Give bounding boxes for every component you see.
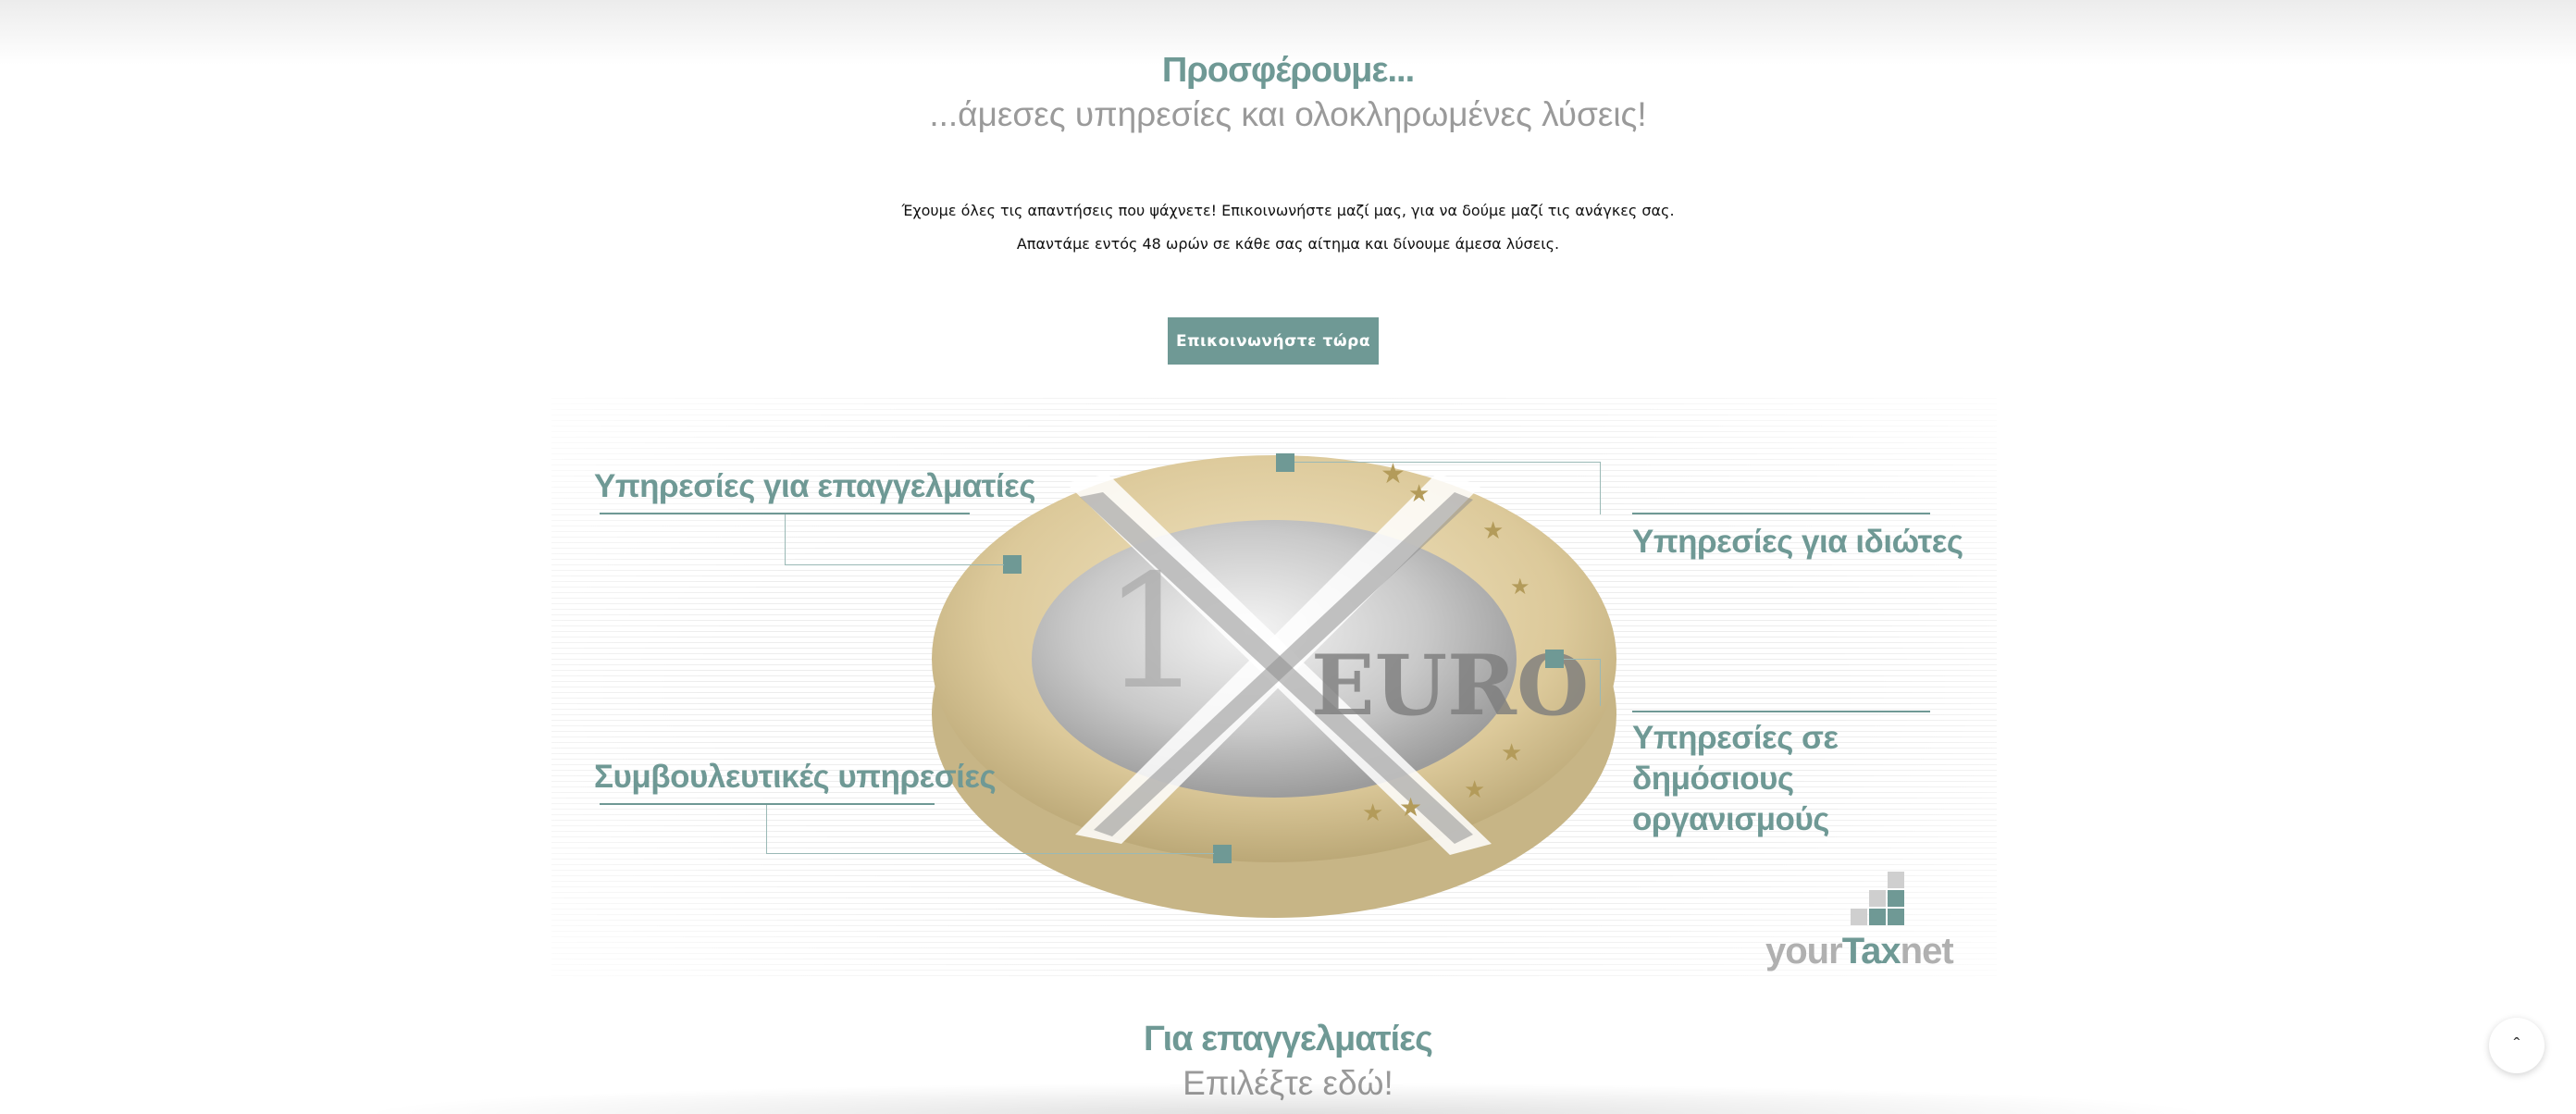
individuals-underline	[1632, 513, 1930, 514]
offer-title: Προσφέρουμε...	[1161, 51, 1415, 90]
services-diagram: 1 EURO ★ ★ ★ ★ ★ ★ ★ ★ Υπηρεσίες για επα…	[551, 398, 1997, 981]
connector-individuals	[1294, 462, 1601, 514]
svg-text:★: ★	[1381, 459, 1406, 489]
logo-word-your: your	[1765, 931, 1843, 972]
contact-now-button[interactable]: Επικοινωνήστε τώρα	[1168, 317, 1379, 365]
public-underline	[1632, 711, 1930, 712]
svg-text:★: ★	[1482, 516, 1504, 544]
public-services-line-2: οργανισμούς	[1632, 801, 1830, 837]
logo-wordmark: yourTaxnet	[1765, 931, 1988, 972]
yourtaxnet-logo: yourTaxnet	[1765, 862, 1988, 981]
svg-text:★: ★	[1510, 575, 1530, 600]
marker-professionals	[1003, 555, 1022, 574]
chevron-up-icon: ˆ	[2513, 1034, 2520, 1056]
professionals-section-title: Για επαγγελματίες	[1144, 1020, 1433, 1058]
svg-text:★: ★	[1362, 798, 1383, 826]
coin-value-text: 1	[1103, 541, 1203, 724]
marker-individuals	[1276, 453, 1294, 472]
coin-stars: ★ ★ ★ ★ ★ ★ ★ ★	[1362, 459, 1530, 826]
svg-text:★: ★	[1501, 738, 1522, 766]
offer-subtitle: ...άμεσες υπηρεσίες και ολοκληρωμένες λύ…	[929, 95, 1647, 133]
scroll-to-top-button[interactable]: ˆ	[2489, 1018, 2545, 1073]
marker-consulting	[1213, 845, 1232, 863]
professionals-section-subtitle: Επιλέξτε εδώ!	[0, 1064, 2576, 1103]
offer-text-line-1: Έχουμε όλες τις απαντήσεις που ψάχνετε! …	[901, 202, 1675, 219]
public-services-line-1: Υπηρεσίες σε δημόσιους	[1632, 720, 1839, 797]
professionals-services-link[interactable]: Υπηρεσίες για επαγγελματίες	[594, 468, 1035, 504]
consulting-underline	[600, 803, 935, 805]
connector-public	[1564, 659, 1601, 706]
logo-word-net: net	[1900, 931, 1954, 972]
offer-text-line-2: Απαντάμε εντός 48 ωρών σε κάθε σας αίτημ…	[1016, 235, 1560, 253]
logo-bars-icon	[1851, 872, 1904, 925]
marker-public	[1545, 650, 1564, 668]
bottom-shadow	[352, 1083, 2221, 1114]
logo-word-tax: Tax	[1841, 931, 1901, 972]
connector-professionals	[785, 514, 1004, 565]
consulting-services-link[interactable]: Συμβουλευτικές υπηρεσίες	[594, 759, 997, 795]
svg-text:★: ★	[1464, 775, 1485, 803]
connector-consulting	[766, 805, 1214, 854]
svg-text:★: ★	[1399, 793, 1422, 822]
svg-text:★: ★	[1408, 479, 1430, 507]
professionals-underline	[600, 513, 970, 514]
public-services-link[interactable]: Υπηρεσίες σε δημόσιους οργανισμούς	[1632, 718, 1997, 840]
coin-euro-text: EURO	[1311, 637, 1589, 735]
euro-coin-image: 1 EURO ★ ★ ★ ★ ★ ★ ★ ★	[932, 455, 1616, 918]
top-shadow	[0, 0, 2576, 65]
individuals-services-link[interactable]: Υπηρεσίες για ιδιώτες	[1632, 524, 1963, 560]
